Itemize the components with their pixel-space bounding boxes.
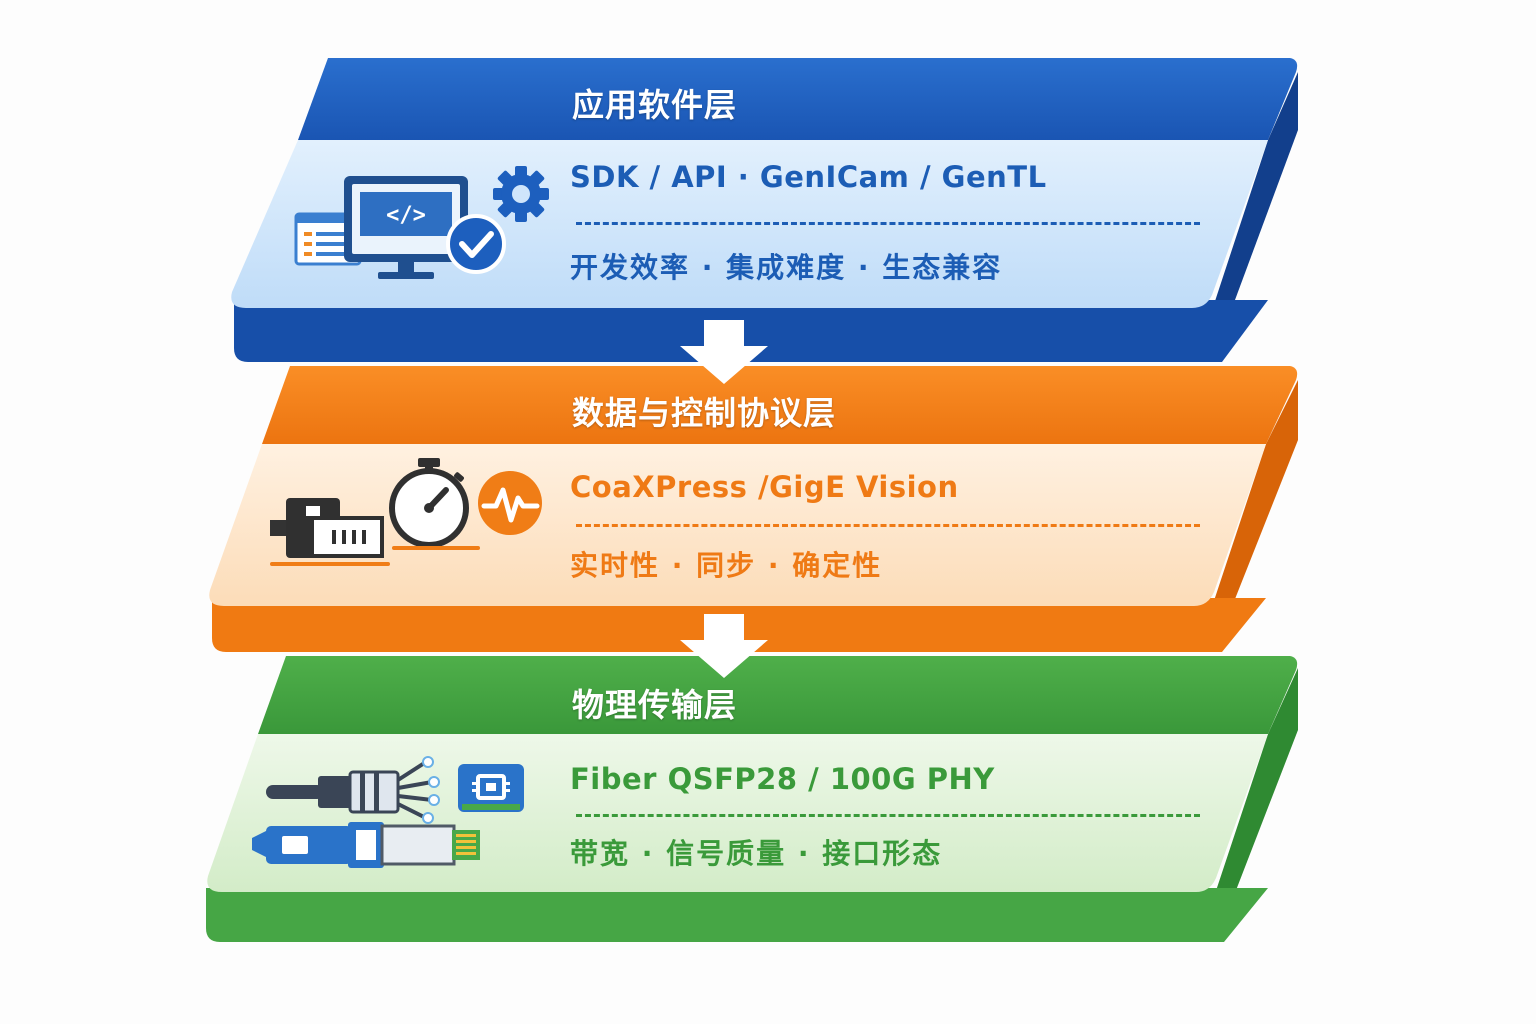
layer-physical-side (1199, 668, 1298, 942)
svg-text:</>: </> (386, 203, 426, 228)
layer-title: 应用软件层 (572, 86, 738, 124)
divider (576, 524, 1200, 527)
qsfp-module-icon (252, 822, 480, 868)
layer-title: 物理传输层 (572, 686, 738, 724)
layer-title: 数据与控制协议层 (572, 394, 837, 432)
layer-application-side (1195, 72, 1298, 362)
layer-application-base (234, 300, 1268, 362)
gear-icon (493, 166, 549, 222)
divider (576, 814, 1200, 817)
stopwatch-icon (389, 458, 480, 550)
industrial-camera-icon (270, 498, 390, 566)
signal-pulse-icon (478, 471, 542, 535)
layer-aspects: 实时性 · 同步 · 确定性 (570, 549, 883, 582)
divider (576, 222, 1200, 225)
layer-protocol-side (1197, 380, 1298, 652)
check-circle-icon (446, 214, 506, 274)
layer-protocols: Fiber QSFP28 / 100G PHY (570, 762, 995, 796)
layer-protocol-header (262, 366, 1298, 444)
layer-aspects: 开发效率 · 集成难度 · 生态兼容 (570, 251, 1003, 284)
layer-physical (206, 656, 1298, 942)
layer-application-header (298, 58, 1298, 140)
layer-protocols: SDK / API · GenICam / GenTL (570, 160, 1047, 194)
layer-protocols: CoaXPress /GigE Vision (570, 470, 959, 504)
code-monitor-icon: </> (344, 176, 468, 279)
chip-card-icon (458, 764, 524, 812)
down-arrow-icon (680, 320, 768, 384)
layer-physical-header (258, 656, 1298, 734)
down-arrow-icon (680, 614, 768, 678)
layer-aspects: 带宽 · 信号质量 · 接口形态 (570, 837, 943, 870)
layer-application: </> (231, 58, 1298, 362)
fiber-cable-icon (266, 756, 440, 824)
layer-physical-base (206, 888, 1268, 942)
